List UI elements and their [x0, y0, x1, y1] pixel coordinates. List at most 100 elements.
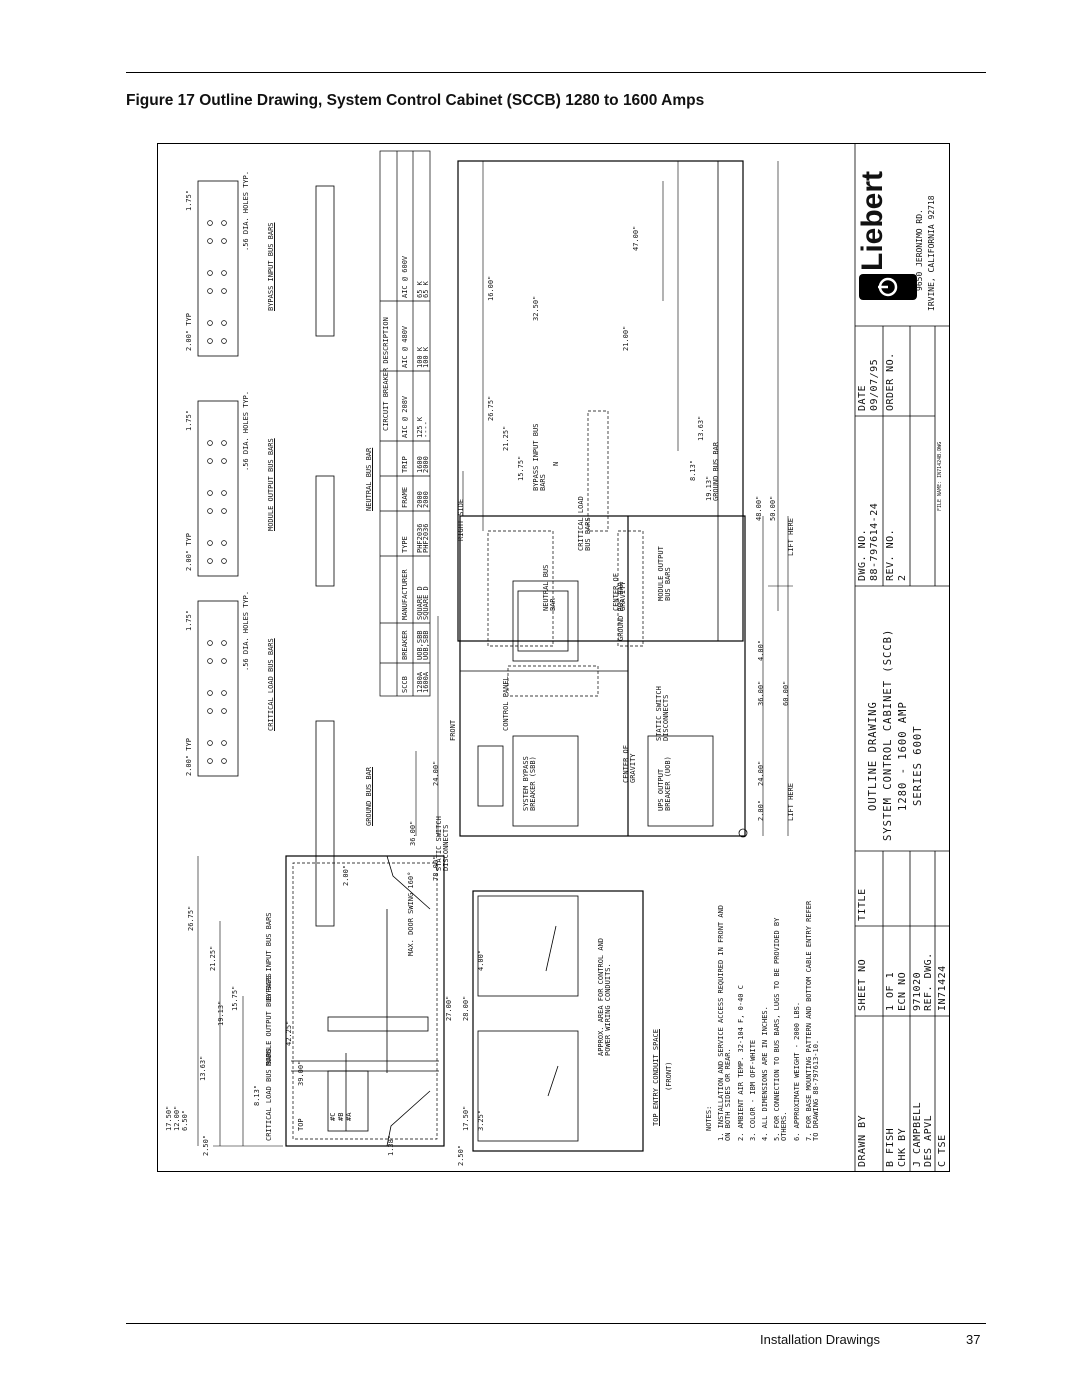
rev-no: 2: [897, 574, 908, 581]
dim-rs-3: 16.00": [487, 275, 495, 301]
th-type: TYPE: [401, 536, 409, 553]
top-view-outline: [285, 855, 445, 1147]
edge-1: 1.75": [185, 609, 193, 631]
rs-center-of-gravity-label: CENTER OF GRAVITY: [612, 573, 627, 611]
dim-entry-0: 28.00": [462, 995, 470, 1021]
right-side-label: RIGHT SIDE: [457, 498, 465, 541]
r2-breaker: UOB,SBB: [422, 630, 430, 660]
edge-3: 1.75": [185, 189, 193, 211]
top-entry-subtitle: (FRONT): [665, 1061, 673, 1091]
dwg-no: 88-797614-24: [869, 502, 880, 581]
rs-neutral-n: N: [552, 461, 560, 466]
r2-type: PHF2036: [422, 523, 430, 553]
control-panel-label: CONTROL PANEL: [502, 676, 510, 731]
conduit-area-note: APPROX. AREA FOR CONTROL AND POWER WIRIN…: [597, 937, 612, 1056]
dim-rs-8: 13.63": [697, 415, 705, 441]
des-apvl: C TSE: [937, 1134, 948, 1167]
note-6: 6. APPROXIMATE WEIGHT - 2000 LBS.: [793, 1001, 801, 1141]
phase-b: #B: [337, 1112, 345, 1121]
outline-drawing: TOP CRITICAL LOAD BUS BARS MODULE OUTPUT…: [157, 143, 950, 1172]
dim-top-10: 6.50": [181, 1109, 189, 1131]
date: 09/07/95: [869, 358, 880, 411]
rotated-sheet: TOP CRITICAL LOAD BUS BARS MODULE OUTPUT…: [158, 144, 949, 1171]
sheet-no-label: SHEET NO: [857, 958, 868, 1011]
address-line-1: 9650 JERONIMO RD.: [915, 209, 924, 291]
dim-rs-1: 21.25": [502, 425, 510, 451]
dim-front-0: 36.00": [409, 820, 417, 846]
th-breaker: BREAKER: [401, 630, 409, 660]
static-switch-disconnects-label-2: STATIC SWITCH DISCONNECTS: [655, 686, 670, 741]
dim-front-1: 24.00": [432, 760, 440, 786]
dim-front-6: 60.00": [782, 680, 790, 706]
company-name: Liebert: [856, 170, 889, 271]
dim-top-3: 13.63": [199, 1055, 207, 1081]
dim-top-0: 26.75": [187, 905, 195, 931]
front-view-dims: [415, 471, 789, 836]
address-line-2: IRVINE, CALIFORNIA 92718: [927, 195, 936, 311]
title-line-3: 1280 - 1600 AMP: [897, 701, 909, 811]
phase-c: #C: [329, 1112, 337, 1121]
front-label: FRONT: [449, 719, 457, 741]
th-sccb: SCCB: [401, 676, 409, 693]
hole-note-1: .56 DIA. HOLES TYP.: [242, 590, 250, 671]
ref-dwg: IN71424: [937, 965, 948, 1011]
dim-front-4: 24.00": [757, 760, 765, 786]
rev-no-label: REV. NO.: [885, 528, 896, 581]
breaker-table-group-header: CIRCUIT BREAKER DESCRIPTION: [382, 317, 390, 431]
th-frame: FRAME: [401, 486, 409, 508]
th-aic-600: AIC @ 600V: [401, 255, 409, 298]
file-name: FILE NAME: IN71424B.DWG: [937, 441, 943, 511]
spacing-3: 2.00" TYP: [185, 313, 193, 351]
door-swing-label: MAX. DOOR SWING 160°: [407, 871, 415, 956]
rs-critical-load-label: CRITICAL LOAD BUS BARS: [577, 496, 592, 551]
drawing-linework: [197, 144, 949, 1171]
ground-bus-label: GROUND BUS BAR: [365, 766, 373, 826]
critical-load-bus-label: CRITICAL LOAD BUS BARS: [267, 638, 275, 731]
title-line-2: SYSTEM CONTROL CABINET (SCCB): [882, 628, 894, 841]
front-center-of-gravity-label: CENTER OF GRAVITY: [622, 745, 637, 783]
lift-here-1: LIFT HERE: [787, 783, 795, 821]
chk-by-label: CHK BY: [897, 1127, 908, 1167]
dim-rs-10: 48.00": [755, 495, 763, 521]
top-entry-outline: [472, 890, 644, 1152]
dim-rs-11: 50.00": [769, 495, 777, 521]
chk-by: J CAMPBELL: [912, 1101, 923, 1167]
th-manufacturer: MANUFACTURER: [401, 569, 409, 620]
ref-dwg-label: REF. DWG.: [923, 952, 934, 1011]
ecn-no: 971020: [912, 971, 923, 1011]
notes-heading: NOTES:: [705, 1105, 713, 1131]
dim-rs-12: 4.00": [757, 639, 765, 661]
dim-rs-7: 8.13": [689, 459, 697, 481]
bus-bar-strips: [197, 180, 335, 927]
dim-top-9: 12.00": [173, 1105, 181, 1131]
sheet-no: 1 OF 1: [885, 971, 896, 1011]
dim-top-1: 21.25": [209, 945, 217, 971]
note-7: 7. FOR BASE MOUNTING PATTERN AND BOTTOM …: [805, 900, 820, 1141]
dim-entry-1: 4.00": [477, 949, 485, 971]
neutral-bus-label: NEUTRAL BUS BAR: [365, 447, 373, 511]
lift-here-2: LIFT HERE: [787, 518, 795, 556]
dim-front-5: 36.00": [757, 680, 765, 706]
dim-rs-0: 26.75": [487, 395, 495, 421]
dwg-no-label: DWG. NO.: [857, 528, 868, 581]
dim-top-11: 2.50": [202, 1134, 210, 1156]
dim-rs-5: 47.00": [632, 225, 640, 251]
dim-rs-9: 19.13": [705, 475, 713, 501]
r2-sccb: 1600A: [422, 671, 430, 693]
r2-aic-600: 65 K: [422, 281, 430, 298]
dim-rs-6: 21.00": [622, 325, 630, 351]
dim-top-2: 15.75": [231, 985, 239, 1011]
edge-2: 1.75": [185, 409, 193, 431]
dim-rs-4: 32.50": [532, 295, 540, 321]
note-3: 3. COLOR - IBM OFF-WHITE: [749, 1039, 757, 1141]
th-aic-208: AIC @ 208V: [401, 395, 409, 438]
ecn-no-label: ECN NO: [897, 971, 908, 1011]
dim-entry-4: 2.50": [457, 1144, 465, 1166]
dim-top-12: 2.00": [342, 864, 350, 886]
des-apvl-label: DES APVL: [923, 1114, 934, 1167]
drawn-by-label: DRAWN BY: [857, 1114, 868, 1167]
note-4: 4. ALL DIMENSIONS ARE IN INCHES.: [761, 1006, 769, 1141]
dim-entry-5: 27.00": [445, 995, 453, 1021]
top-view-dims: [197, 856, 283, 1147]
dim-top-13: 1.38": [387, 1134, 395, 1156]
